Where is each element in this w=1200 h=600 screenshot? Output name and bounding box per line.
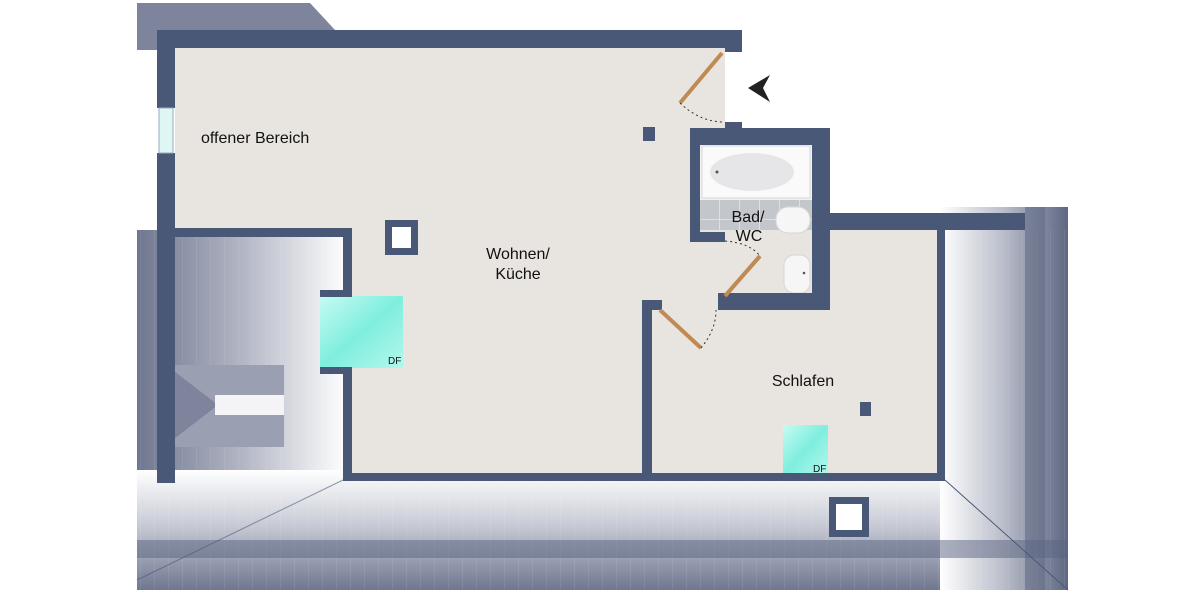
- door-bathroom: [723, 240, 762, 298]
- pillar: [860, 402, 871, 416]
- chimney: [829, 497, 869, 537]
- entrance-arrow-icon: [748, 75, 770, 102]
- room-label-living-kitchen-2: Küche: [495, 266, 540, 283]
- skylight-label: DF: [388, 356, 401, 367]
- door-bedroom: [658, 308, 717, 350]
- skylight-label: DF: [813, 464, 826, 475]
- toilet: [775, 206, 811, 234]
- window-west: [158, 107, 174, 154]
- room-label-bath-2: WC: [736, 228, 763, 245]
- room-label-living-kitchen: Wohnen/: [486, 246, 550, 263]
- skylight-living: DF: [320, 296, 403, 368]
- chimney: [385, 220, 418, 255]
- room-label-bath: Bad/: [732, 209, 765, 226]
- pillar: [643, 127, 655, 141]
- washbasin: [783, 254, 811, 294]
- room-label-bedroom: Schlafen: [772, 373, 834, 390]
- stair-opening: [162, 365, 284, 447]
- skylight-bedroom: DF: [783, 425, 828, 475]
- room-label-open-area: offener Bereich: [201, 130, 309, 147]
- bathtub: [701, 145, 811, 199]
- walls: [157, 30, 1025, 483]
- door-entrance: [678, 51, 725, 123]
